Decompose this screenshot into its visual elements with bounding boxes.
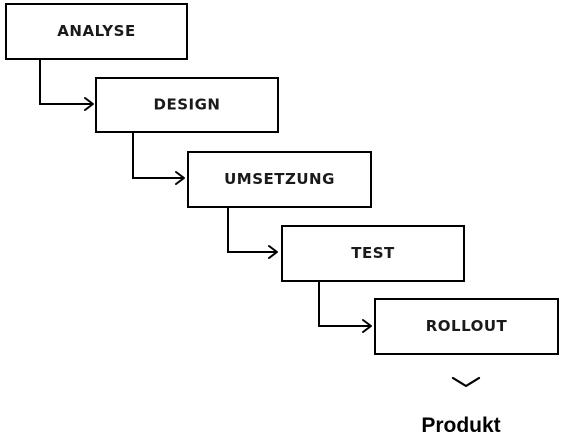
chevron-down-icon [451, 376, 481, 388]
connector-arrow [227, 207, 278, 259]
connector-arrow [39, 59, 94, 111]
connector-arrow [132, 132, 185, 185]
output-label: Produkt [421, 414, 500, 437]
stage-box [187, 151, 372, 208]
stage-analyse: ANALYSE [5, 3, 188, 60]
arrow-right-icon [268, 245, 278, 259]
stage-rollout: ROLLOUT [374, 298, 559, 355]
stage-label: DESIGN [154, 96, 221, 114]
stage-label: ROLLOUT [426, 317, 508, 335]
stage-box [5, 3, 188, 60]
stage-umsetzung: UMSETZUNG [187, 151, 372, 208]
arrow-right-icon [175, 171, 185, 185]
output: Produkt [421, 376, 501, 437]
stage-label: UMSETZUNG [224, 170, 335, 188]
arrow-right-icon [84, 97, 94, 111]
arrow-right-icon [362, 319, 372, 333]
stage-box [374, 298, 559, 355]
stage-label: TEST [351, 244, 395, 262]
stage-label: ANALYSE [57, 22, 135, 40]
stage-test: TEST [281, 225, 465, 282]
connector-arrow [318, 281, 372, 333]
stage-box [281, 225, 465, 282]
stage-box [95, 77, 279, 133]
stage-design: DESIGN [95, 77, 279, 133]
